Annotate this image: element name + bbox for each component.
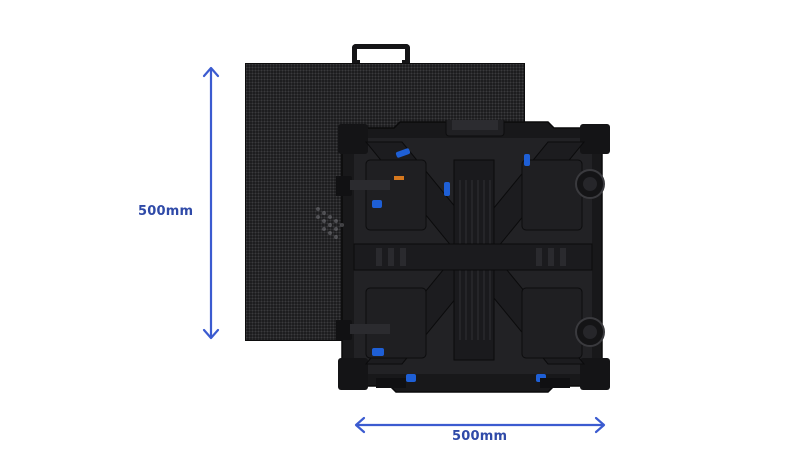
height-dimension-label: 500mm: [138, 204, 194, 219]
height-dimension-arrow: [202, 66, 220, 340]
led-cabinet-back-image: [336, 120, 610, 393]
width-dimension-label: 500mm: [452, 429, 508, 444]
front-panel-handle: [352, 44, 410, 66]
width-dimension-arrow: [354, 416, 606, 434]
